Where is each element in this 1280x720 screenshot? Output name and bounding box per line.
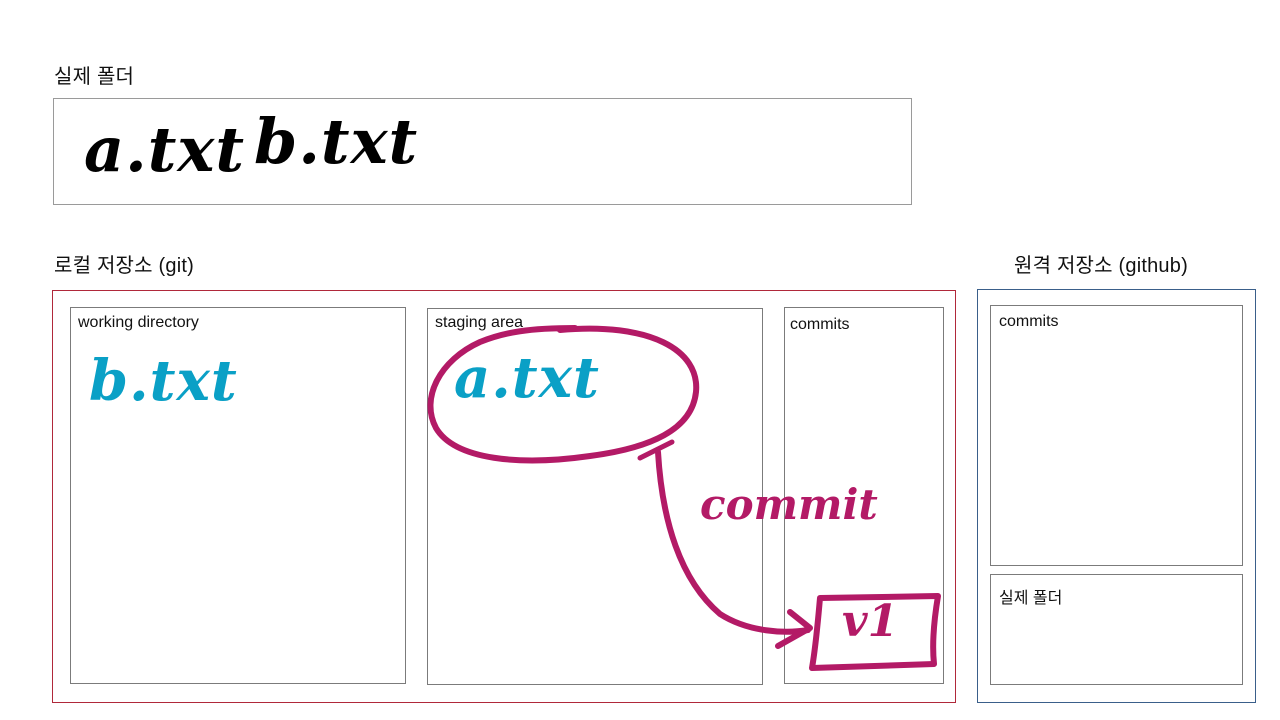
remote-real-folder-box: 실제 폴더 [990, 574, 1243, 685]
real-folder-file-a: a.txt [84, 113, 245, 186]
staging-area-file: a.txt [454, 345, 600, 411]
remote-commits-label: commits [999, 313, 1059, 330]
real-folder-heading: 실제 폴더 [54, 66, 135, 88]
remote-repo-heading: 원격 저장소 (github) [1014, 255, 1188, 277]
working-directory-file: b.txt [89, 348, 238, 414]
local-repo-heading: 로컬 저장소 (git) [54, 255, 194, 277]
real-folder-file-b: b.txt [254, 105, 419, 178]
working-directory-box: working directory b.txt [70, 307, 406, 684]
commits-label: commits [790, 316, 850, 333]
commit-arrow-label: commit [700, 480, 878, 529]
working-directory-label: working directory [78, 314, 199, 331]
staging-area-label: staging area [435, 314, 524, 331]
remote-commits-box: commits [990, 305, 1243, 566]
commit-v1-label: v1 [842, 596, 899, 647]
remote-repo-box [977, 289, 1256, 703]
local-repo-box [52, 290, 956, 703]
remote-real-folder-label: 실제 폴더 [999, 590, 1063, 607]
real-folder-box: a.txt b.txt [53, 98, 912, 205]
